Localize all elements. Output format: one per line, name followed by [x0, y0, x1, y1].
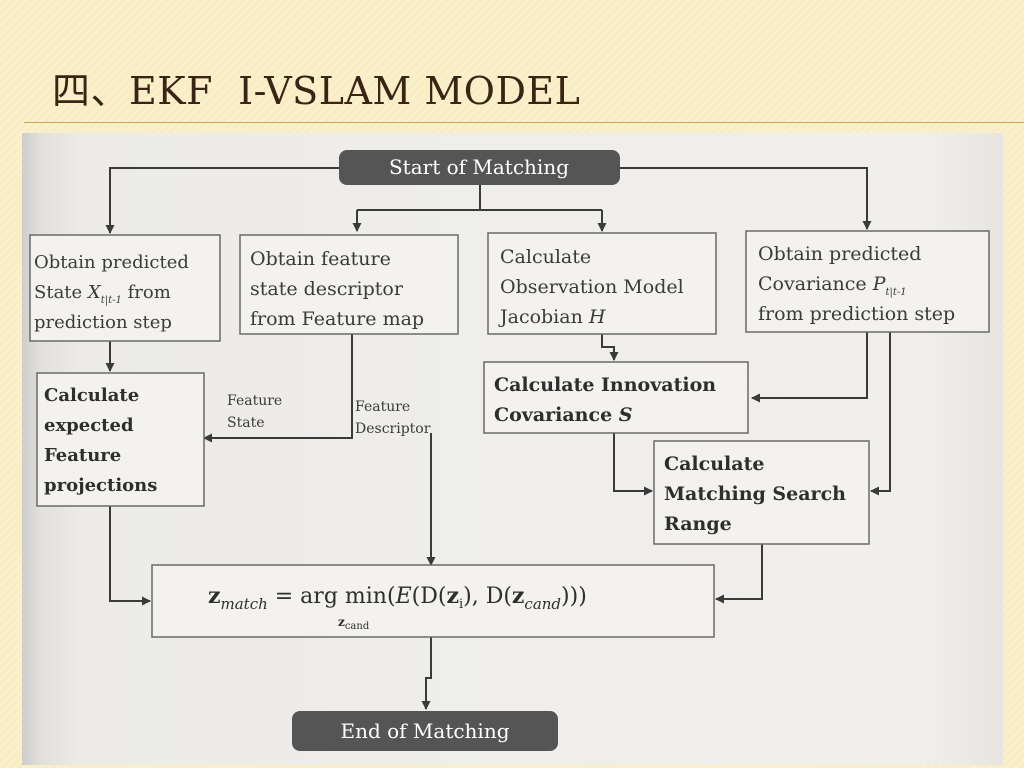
label-feature-descriptor-1: Feature — [355, 399, 410, 415]
box1-line2-sub: t|t-1 — [101, 295, 122, 306]
box2-line1: Obtain feature — [250, 248, 391, 270]
edge-box4-to-box7 — [870, 332, 891, 496]
box-obtain-predicted-covariance: Obtain predicted Covariance Pt|t-1 from … — [745, 230, 990, 333]
box2-line2: state descriptor — [250, 278, 404, 300]
formula-D1: (D( — [412, 584, 447, 609]
box-obtain-predicted-state: Obtain predicted State Xt|t-1 from predi… — [29, 234, 221, 342]
box-innovation-covariance: Calculate Innovation Covariance S — [483, 361, 749, 434]
box4-line1: Obtain predicted — [758, 243, 921, 265]
edge-box3-to-box6 — [601, 334, 619, 361]
flowchart-photo: Start of Matching End of Matching Obtain… — [22, 133, 1003, 765]
formula-E: E — [395, 584, 412, 609]
formula-zcand: z — [512, 583, 525, 609]
formula-comma: ), — [463, 584, 486, 609]
start-node: Start of Matching — [339, 150, 620, 185]
box6-line1: Calculate Innovation — [494, 374, 716, 396]
box6-line2-prefix: Covariance — [494, 404, 619, 426]
edge-box4-to-box6 — [751, 332, 868, 403]
flowchart: Start of Matching End of Matching Obtain… — [29, 150, 990, 751]
end-label: End of Matching — [340, 719, 509, 743]
formula-D2: D( — [486, 584, 512, 609]
box-expected-projections: Calculate expected Feature projections — [36, 372, 205, 507]
box-matching-search-range: Calculate Matching Search Range — [653, 440, 870, 545]
box2-line3: from Feature map — [250, 308, 424, 330]
formula-open: ( — [387, 584, 396, 609]
formula-zi: z — [446, 583, 459, 609]
slide-title: 四、EKF I-VSLAM MODEL — [52, 69, 581, 113]
box5-line4: projections — [44, 475, 157, 496]
box3-line1: Calculate — [500, 246, 591, 268]
edge-box5-to-formula — [109, 506, 151, 606]
formula-under: zcand — [338, 615, 370, 632]
box3-line2: Observation Model — [500, 276, 684, 298]
box4-line2-symbol: P — [872, 273, 887, 295]
box1-line2-prefix: State — [34, 282, 88, 303]
box4-line2-sub: t|t-1 — [885, 287, 906, 298]
edge-start-to-box1 — [105, 167, 339, 234]
start-label: Start of Matching — [389, 155, 569, 179]
box1-line2-symbol: X — [86, 282, 102, 303]
box7-line2: Matching Search — [664, 483, 846, 505]
edge-box2-to-box5 — [203, 334, 353, 443]
label-feature-state-2: State — [227, 415, 264, 431]
formula-argmin: = arg min — [268, 584, 387, 609]
box-observation-jacobian: Calculate Observation Model Jacobian H — [487, 232, 717, 335]
box3-line3: Jacobian H — [498, 306, 606, 328]
box4-line3: from prediction step — [758, 303, 955, 325]
box3-line3-prefix: Jacobian — [498, 306, 589, 328]
box5-line3: Feature — [44, 445, 121, 466]
formula-under-sub: cand — [345, 621, 370, 632]
title-underline — [24, 122, 1024, 123]
formula-box: zmatch = arg min(E(D(zi), D(zcand))) zca… — [151, 564, 715, 638]
box1-line2: State Xt|t-1 from — [34, 282, 171, 306]
formula-zcand-sub: cand — [524, 595, 561, 613]
formula-z: z — [208, 583, 221, 609]
end-node: End of Matching — [292, 711, 558, 751]
label-feature-descriptor-2: Descriptor — [355, 421, 431, 437]
box1-line1: Obtain predicted — [34, 252, 189, 273]
box7-line1: Calculate — [664, 453, 764, 475]
formula-zi-sub: i — [459, 597, 463, 612]
box6-line2: Covariance S — [494, 404, 633, 426]
box-obtain-feature-descriptor: Obtain feature state descriptor from Fea… — [239, 234, 459, 335]
edge-box7-to-formula — [715, 544, 763, 604]
box1-line3: prediction step — [34, 312, 172, 333]
matching-formula: zmatch = arg min(E(D(zi), D(zcand))) — [208, 583, 587, 613]
box5-line1: Calculate — [44, 385, 139, 406]
edge-labels: Feature State Feature Descriptor — [227, 393, 431, 437]
formula-close: ))) — [561, 584, 587, 609]
connectors — [105, 167, 891, 710]
edge-box6-to-box7 — [613, 433, 653, 496]
box3-line3-symbol: H — [588, 306, 606, 328]
box5-line2: expected — [44, 415, 134, 436]
box4-line2: Covariance Pt|t-1 — [758, 273, 907, 298]
label-feature-state-1: Feature — [227, 393, 282, 409]
edge-start-to-box4 — [620, 167, 872, 230]
box4-line2-prefix: Covariance — [758, 273, 873, 295]
box7-line3: Range — [664, 513, 732, 535]
edge-formula-to-end — [421, 637, 432, 710]
formula-z-sub: match — [221, 595, 268, 613]
formula-under-z: z — [338, 615, 345, 629]
box1-line2-suffix: from — [122, 282, 171, 303]
box6-line2-symbol: S — [619, 404, 633, 426]
